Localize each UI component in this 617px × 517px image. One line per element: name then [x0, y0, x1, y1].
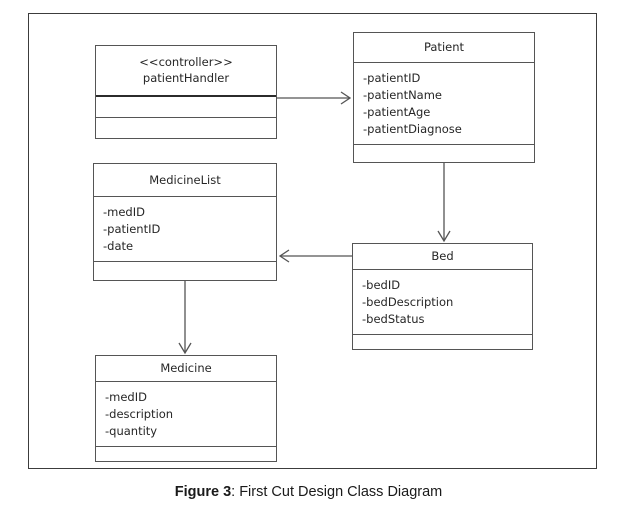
attribute-item: -patientID: [103, 222, 161, 236]
compartment-divider: [94, 196, 276, 197]
compartment-divider: [96, 95, 276, 97]
class-name-compartment: Patient: [354, 33, 534, 62]
uml-class-patienthandler[interactable]: <<controller>> patientHandler: [95, 45, 277, 139]
uml-class-patient[interactable]: Patient -patientID -patientName -patient…: [353, 32, 535, 163]
class-attributes-compartment: -medID -patientID -date: [94, 197, 276, 261]
class-name: MedicineList: [149, 172, 221, 187]
compartment-divider: [354, 144, 534, 145]
class-attributes-compartment: -bedID -bedDescription -bedStatus: [353, 270, 532, 334]
compartment-divider: [96, 117, 276, 118]
compartment-divider: [353, 269, 532, 270]
figure-label: Figure 3: [174, 484, 232, 500]
uml-class-medicinelist[interactable]: MedicineList -medID -patientID -date: [93, 163, 277, 281]
class-name-compartment: Medicine: [96, 356, 276, 381]
relationship-medicinelist-to-medicine: [178, 281, 192, 355]
class-name: Patient: [423, 40, 465, 54]
class-attributes-compartment: -medID -description -quantity: [96, 382, 276, 446]
attribute-item: -bedStatus: [362, 312, 425, 326]
relationship-bed-to-medicinelist: [278, 249, 352, 263]
uml-class-bed[interactable]: Bed -bedID -bedDescription -bedStatus: [352, 243, 533, 350]
class-name-compartment: Bed: [353, 244, 532, 269]
class-operations-compartment: [354, 145, 534, 162]
compartment-divider: [354, 62, 534, 63]
class-attributes-compartment: [96, 97, 276, 117]
attribute-item: -patientDiagnose: [363, 122, 462, 136]
attribute-item: -patientID: [363, 71, 421, 85]
relationship-handler-to-patient: [277, 91, 352, 105]
compartment-divider: [353, 334, 532, 335]
class-name-compartment: <<controller>> patientHandler: [96, 46, 276, 95]
class-name-compartment: MedicineList: [94, 164, 276, 196]
uml-class-medicine[interactable]: Medicine -medID -description -quantity: [95, 355, 277, 462]
attribute-item: -quantity: [105, 424, 158, 438]
class-operations-compartment: [96, 118, 276, 138]
class-attributes-compartment: -patientID -patientName -patientAge -pat…: [354, 63, 534, 144]
attribute-item: -description: [105, 407, 174, 421]
attribute-item: -date: [103, 239, 134, 253]
compartment-divider: [94, 261, 276, 262]
class-operations-compartment: [96, 447, 276, 466]
class-name: patientHandler: [142, 71, 230, 85]
attribute-item: -patientAge: [363, 105, 431, 119]
class-operations-compartment: [94, 262, 276, 280]
compartment-divider: [96, 381, 276, 382]
class-stereotype: <<controller>>: [139, 55, 233, 69]
attribute-item: -patientName: [363, 88, 443, 102]
class-name: Medicine: [160, 361, 212, 375]
compartment-divider: [96, 446, 276, 447]
attribute-item: -bedDescription: [362, 295, 454, 309]
relationship-patient-to-bed: [437, 163, 451, 243]
figure-separator: :: [231, 484, 240, 500]
class-name: Bed: [431, 249, 454, 263]
attribute-item: -medID: [105, 390, 147, 404]
figure-caption: Figure 3: First Cut Design Class Diagram: [0, 484, 617, 500]
class-operations-compartment: [353, 335, 532, 353]
figure-title: First Cut Design Class Diagram: [239, 484, 443, 500]
attribute-item: -medID: [103, 205, 145, 219]
attribute-item: -bedID: [362, 278, 401, 292]
